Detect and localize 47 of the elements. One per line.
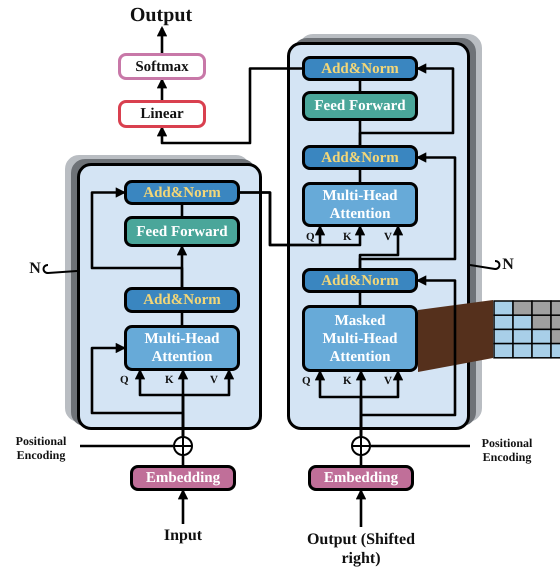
layer-block: Add&Norm: [302, 268, 418, 293]
io-label: Output (Shifted right): [304, 527, 418, 571]
connector-arrow: [360, 370, 404, 436]
adder-circle-icon: [173, 436, 193, 456]
port-label: Q: [306, 231, 315, 243]
port-label: K: [343, 231, 352, 243]
layer-block: Add&Norm: [124, 180, 240, 205]
connector-arrow: [156, 26, 168, 53]
connector-arrow: [240, 191, 366, 246]
layer-block: Multi-Head Attention: [124, 325, 240, 371]
connector-arrow: [156, 78, 168, 100]
layer-block: Embedding: [130, 465, 236, 491]
connector-arrow: [182, 368, 234, 436]
layer-block: Add&Norm: [302, 145, 418, 170]
port-label: Q: [120, 374, 129, 386]
layer-block: Embedding: [308, 465, 414, 491]
positional-encoding-label: Positional Encoding: [472, 433, 542, 467]
connector-arrow: [156, 67, 302, 144]
port-label: V: [384, 375, 392, 387]
connector-arrow: [178, 488, 188, 524]
port-label: V: [210, 374, 218, 386]
connector-arrow: [358, 63, 454, 145]
layer-stack-panel: [287, 42, 470, 430]
io-label: N: [24, 258, 46, 280]
layer-block: Masked Multi-Head Attention: [302, 305, 418, 372]
layer-block: Softmax: [118, 53, 206, 80]
port-label: V: [384, 231, 392, 243]
layer-block: Linear: [118, 100, 206, 128]
io-label: Input: [148, 524, 218, 548]
connector-arrow: [90, 187, 184, 287]
port-label: K: [165, 374, 174, 386]
port-label: K: [343, 375, 352, 387]
io-label: N: [497, 254, 519, 276]
repeat-leader-line: [42, 264, 78, 274]
port-label: Q: [302, 375, 311, 387]
layer-block: Add&Norm: [124, 287, 240, 313]
layer-block: Multi-Head Attention: [302, 182, 418, 227]
connector-arrow: [358, 152, 456, 268]
layer-block: Feed Forward: [302, 91, 418, 121]
layer-stack-panel: [77, 163, 262, 430]
layer-block: Feed Forward: [124, 216, 240, 247]
repeat-leader-line: [470, 260, 500, 270]
positional-encoding-label: Positional Encoding: [6, 431, 76, 465]
output-label: Output: [122, 2, 200, 28]
connector-arrow: [356, 488, 366, 527]
layer-block: Add&Norm: [302, 56, 418, 81]
adder-circle-icon: [351, 436, 371, 456]
